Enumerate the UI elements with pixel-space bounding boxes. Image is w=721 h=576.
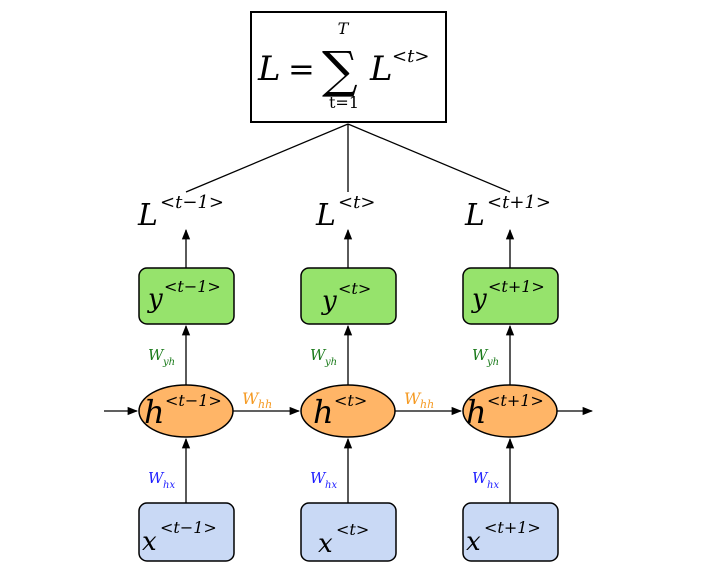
- hidden-state-superscript: <t+1>: [487, 391, 544, 410]
- hidden-state-superscript: <t>: [334, 391, 367, 410]
- loss-label: L: [464, 198, 485, 233]
- weight-hx-subscript: hx: [325, 480, 337, 491]
- output-node: [300, 267, 397, 325]
- input-node-label: x: [318, 529, 333, 559]
- weight-hx-subscript: hx: [163, 480, 175, 491]
- hidden-state-label: h: [144, 393, 165, 431]
- input-node: [138, 502, 235, 562]
- input-node-superscript: <t>: [336, 520, 369, 539]
- output-node-label: y: [147, 284, 163, 314]
- weight-hh-subscript-1: hh: [258, 398, 272, 411]
- output-node-label: y: [471, 284, 487, 314]
- connector-line-right: [347, 123, 511, 193]
- weight-hh-label-2: W: [404, 389, 422, 408]
- sum-term: L: [369, 49, 393, 89]
- output-node-superscript: <t−1>: [164, 277, 221, 296]
- weight-hx-label: W: [472, 469, 489, 487]
- output-node: [462, 267, 559, 325]
- weight-yh-subscript: yh: [486, 357, 499, 368]
- output-node-superscript: <t+1>: [488, 277, 545, 296]
- time-step-column-prev: L <t−1> y <t−1> W yh h <t−1> W hx x <t−1…: [137, 192, 235, 562]
- input-node-label: x: [466, 527, 481, 557]
- total-loss-lhs: L: [257, 49, 281, 89]
- sum-upper-limit: T: [338, 19, 350, 38]
- hidden-state-label: h: [313, 393, 334, 431]
- total-loss-frame: [250, 11, 447, 123]
- weight-yh-subscript: yh: [162, 357, 175, 368]
- input-node: [300, 502, 397, 562]
- weight-hx-label: W: [148, 469, 165, 487]
- input-node-superscript: <t+1>: [484, 518, 541, 537]
- sum-symbol: ∑: [322, 41, 358, 99]
- hidden-state-superscript: <t−1>: [165, 391, 222, 410]
- weight-yh-label: W: [148, 346, 165, 364]
- input-node-superscript: <t−1>: [160, 518, 217, 537]
- weight-hh-label-1: W: [242, 389, 260, 408]
- hidden-state-label: h: [466, 393, 487, 431]
- loss-label: L: [137, 198, 158, 233]
- output-node-label: y: [321, 286, 337, 316]
- weight-hx-subscript: hx: [487, 480, 499, 491]
- weight-yh-label: W: [472, 346, 489, 364]
- loss-superscript: <t−1>: [160, 192, 224, 213]
- loss-superscript: <t+1>: [487, 192, 551, 213]
- weight-hh-subscript-2: hh: [420, 398, 434, 411]
- weight-yh-label: W: [310, 346, 327, 364]
- time-step-column-next: L <t+1> y <t+1> W yh h <t+1> W hx x <t+1…: [462, 192, 559, 562]
- time-step-column-current: L <t> y <t> W yh h <t> W hx x <t>: [300, 192, 397, 562]
- connector-line-left: [185, 123, 349, 193]
- loss-superscript: <t>: [338, 192, 375, 213]
- equals-sign: =: [288, 50, 315, 88]
- weight-yh-subscript: yh: [324, 357, 337, 368]
- sum-lower-limit: t=1: [329, 93, 359, 112]
- sum-term-superscript: <t>: [392, 46, 429, 67]
- input-node-label: x: [142, 527, 157, 557]
- loss-label: L: [315, 198, 336, 233]
- input-node: [462, 502, 559, 562]
- weight-hx-label: W: [310, 469, 327, 487]
- output-node-superscript: <t>: [338, 279, 371, 298]
- output-node: [138, 267, 235, 325]
- total-loss-box: L = ∑ T t=1 L <t>: [250, 11, 447, 123]
